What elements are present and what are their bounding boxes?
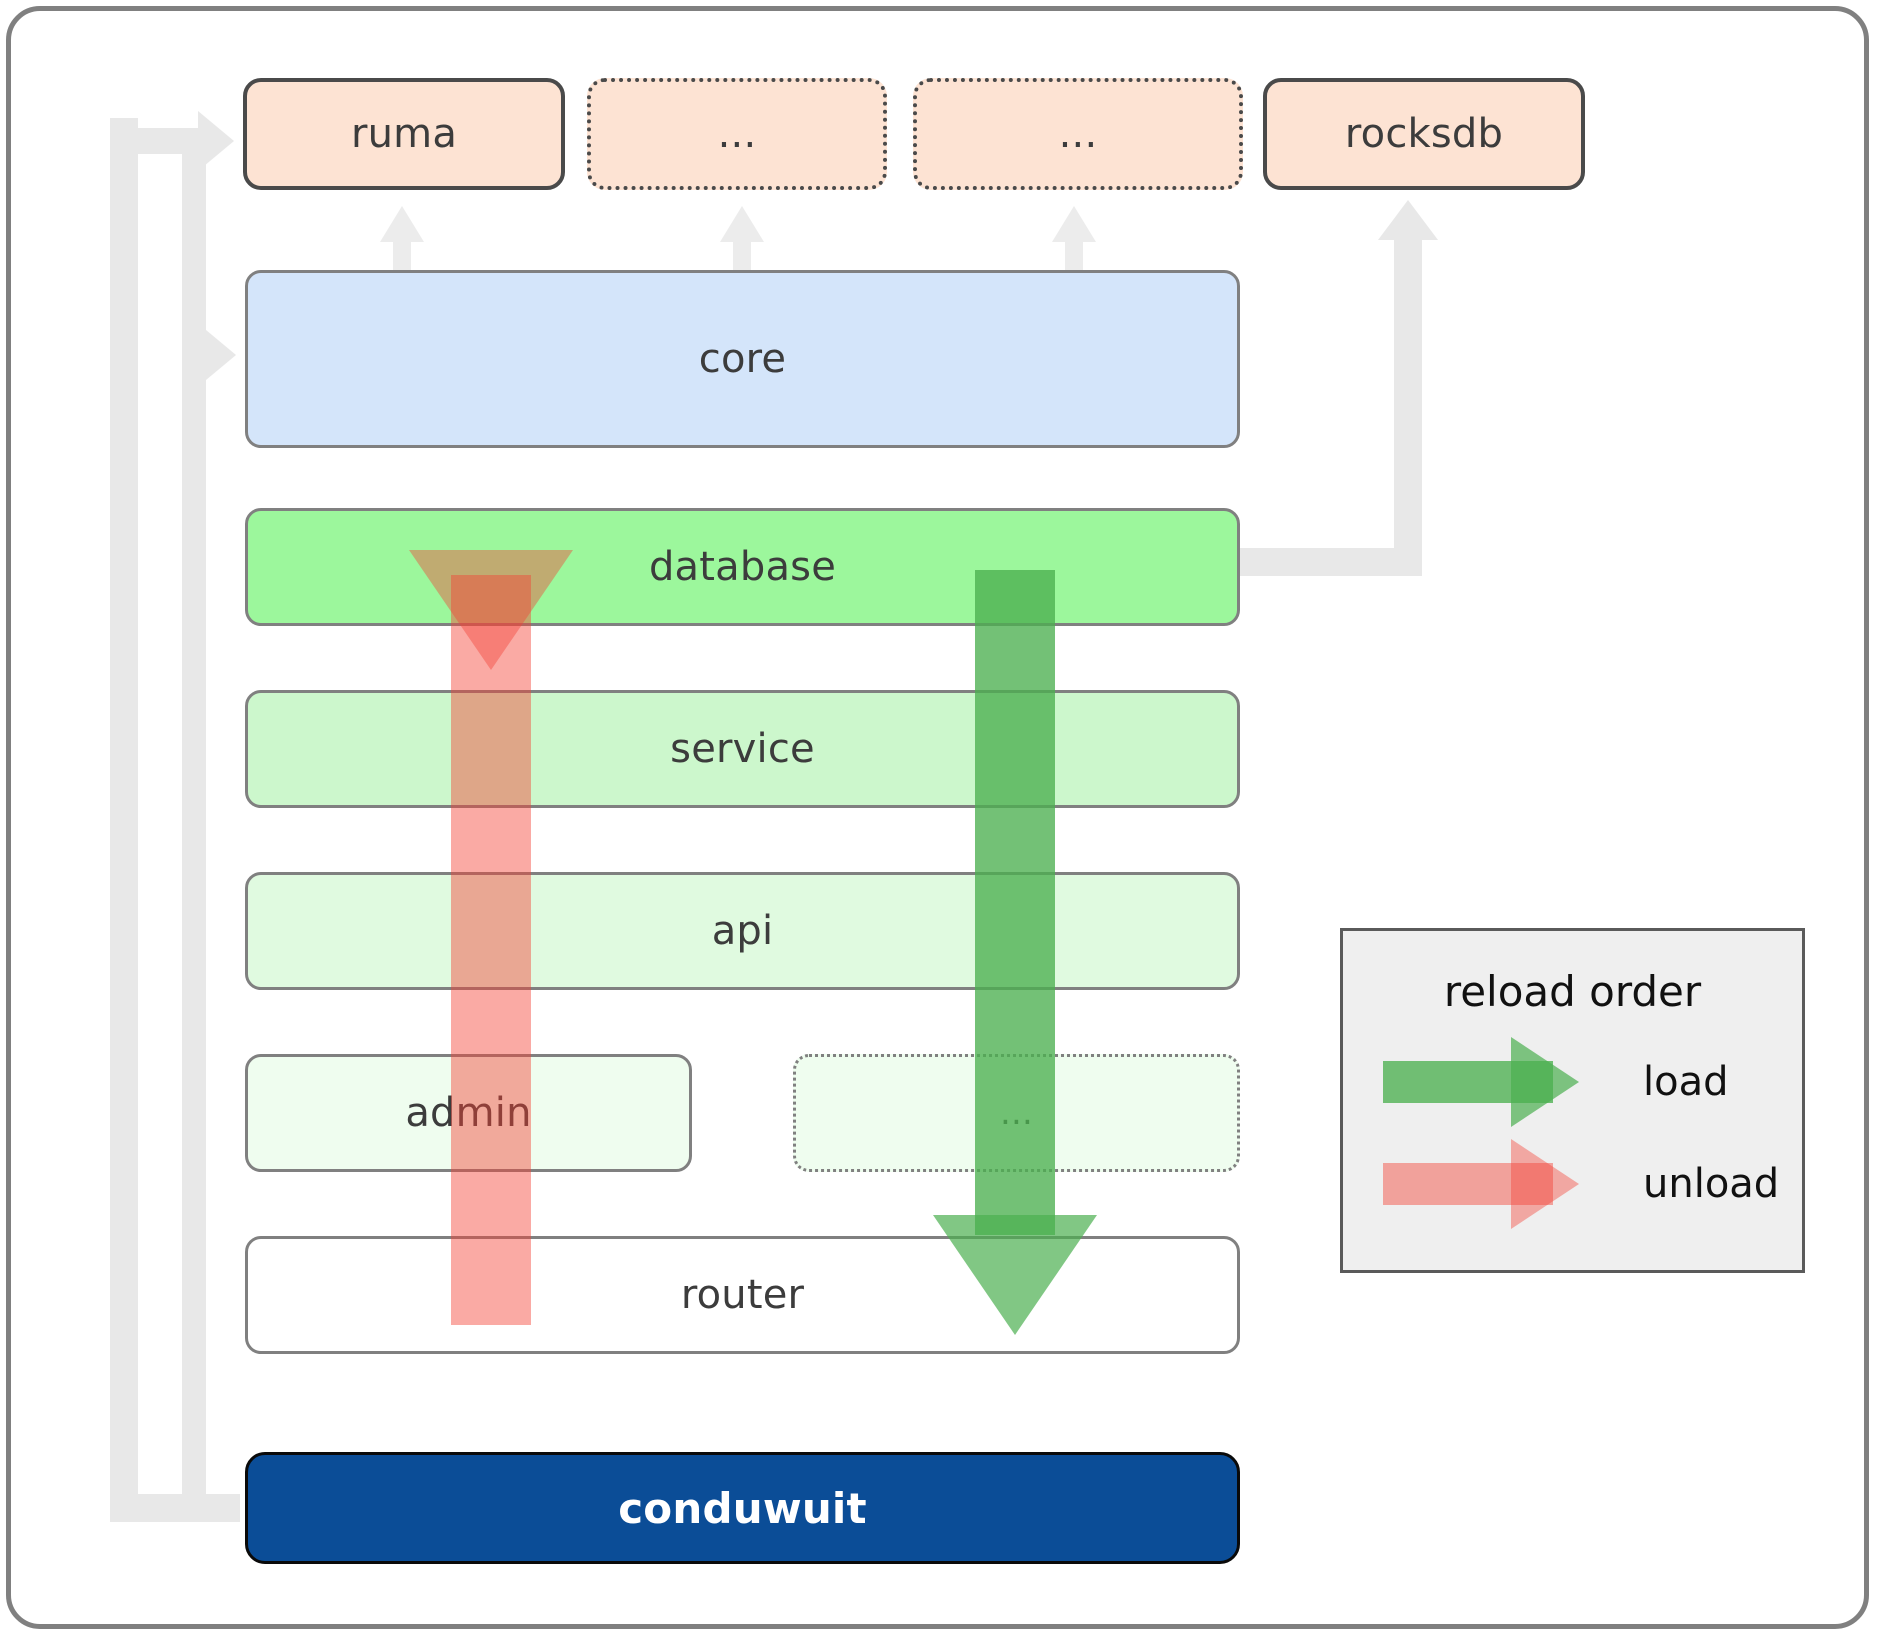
connector-stem-core-dep2 bbox=[733, 240, 751, 276]
layer-box-core[interactable]: core bbox=[245, 270, 1240, 448]
layer-box-database[interactable]: database bbox=[245, 508, 1240, 626]
unload-arrow-shaft bbox=[451, 575, 531, 1325]
dependency-label: rocksdb bbox=[1344, 111, 1504, 157]
load-arrow-head-icon bbox=[933, 1215, 1097, 1335]
legend-unload-shaft bbox=[1383, 1163, 1553, 1205]
load-arrow-shaft bbox=[975, 570, 1055, 1235]
connector-arrow-core-dep3-icon bbox=[1052, 206, 1096, 242]
connector-db-rocksdb-vertical bbox=[1394, 240, 1422, 576]
dependency-box-ruma[interactable]: ruma bbox=[243, 78, 565, 190]
layer-label: core bbox=[698, 336, 787, 382]
dependency-label: ruma bbox=[350, 111, 458, 157]
connector-arrow-rocksdb-icon bbox=[1378, 200, 1438, 240]
dependency-box-rocksdb[interactable]: rocksdb bbox=[1263, 78, 1585, 190]
layer-box-service[interactable]: service bbox=[245, 690, 1240, 808]
layer-label: router bbox=[680, 1272, 805, 1318]
connector-stem-core-ruma bbox=[393, 240, 411, 276]
legend-unload-head-icon bbox=[1511, 1139, 1579, 1229]
legend-title: reload order bbox=[1443, 967, 1702, 1016]
connector-stem-core-dep3 bbox=[1065, 240, 1083, 276]
layer-box-admin[interactable]: admin bbox=[245, 1054, 692, 1172]
layer-label: service bbox=[670, 726, 815, 772]
dependency-label: ... bbox=[1058, 111, 1098, 157]
unload-arrow-head-icon bbox=[409, 550, 573, 670]
layer-label: admin bbox=[405, 1090, 532, 1136]
root-box-conduwuit[interactable]: conduwuit bbox=[245, 1452, 1240, 1564]
legend-row-load: load bbox=[1343, 931, 1802, 1270]
connector-db-rocksdb-horizontal bbox=[1228, 548, 1408, 576]
connector-trunk-vertical bbox=[110, 118, 138, 1522]
layer-box-api[interactable]: api bbox=[245, 872, 1240, 990]
legend-load-head-icon bbox=[1511, 1037, 1579, 1127]
connector-trunk-bottom bbox=[110, 1494, 240, 1522]
dependency-label: ... bbox=[717, 111, 757, 157]
connector-arrow-core-dep2-icon bbox=[720, 206, 764, 242]
legend-load-label: load bbox=[1643, 1059, 1729, 1105]
root-label: conduwuit bbox=[618, 1483, 867, 1533]
diagram-frame bbox=[6, 6, 1869, 1629]
layer-label: api bbox=[711, 908, 774, 954]
dependency-box-3[interactable]: ... bbox=[913, 78, 1243, 190]
legend-row-unload: unload bbox=[1343, 931, 1802, 1270]
legend-unload-label: unload bbox=[1643, 1161, 1780, 1207]
connector-arrow-core-ruma-icon bbox=[380, 206, 424, 242]
layer-label: database bbox=[648, 544, 837, 590]
dependency-box-2[interactable]: ... bbox=[587, 78, 887, 190]
connector-arrow-core-icon bbox=[200, 325, 236, 385]
legend-panel: reload order load unload bbox=[1340, 928, 1805, 1273]
